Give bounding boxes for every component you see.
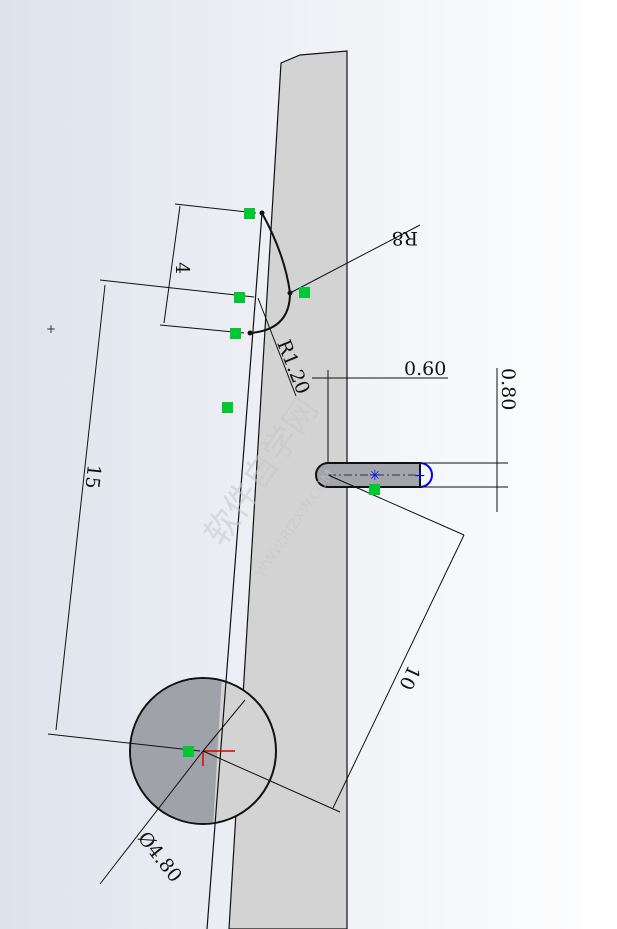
slot-center-marker: ✳: [369, 468, 381, 484]
dim-15[interactable]: 15: [80, 463, 104, 489]
arc-center-marker: +: [414, 468, 426, 484]
sketch-point[interactable]: [259, 210, 265, 216]
dim-0-80[interactable]: 0.80: [497, 368, 519, 410]
sketch-point[interactable]: [247, 330, 253, 336]
point-marker: +: [46, 322, 56, 336]
dim-r8[interactable]: R8: [392, 227, 418, 249]
dim-0-60[interactable]: 0.60: [404, 358, 446, 380]
dim-dia-4-80[interactable]: Ø4.80: [133, 828, 186, 887]
slot-selected-arc[interactable]: [419, 462, 433, 488]
relation-markers: [183, 208, 380, 757]
dimension-lines: [47, 203, 508, 885]
dim-10[interactable]: 10: [394, 662, 424, 693]
dim-4[interactable]: 4: [171, 262, 193, 274]
